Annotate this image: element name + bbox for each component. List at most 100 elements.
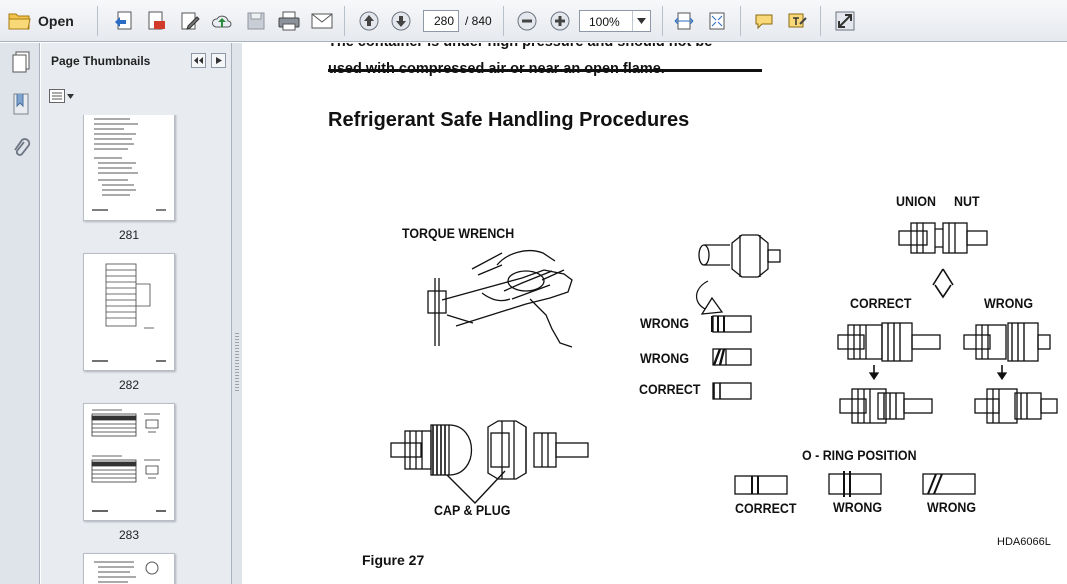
zoom-in-button[interactable] xyxy=(546,7,574,35)
speech-bubble-icon xyxy=(755,14,773,30)
zoom-value: 100% xyxy=(589,15,620,29)
expand-panel-button[interactable] xyxy=(211,53,226,68)
chevron-down-icon[interactable] xyxy=(632,11,650,31)
splitter-grip[interactable] xyxy=(235,333,239,393)
double-chevron-left-icon xyxy=(194,57,203,64)
page-number-input[interactable]: 280 xyxy=(423,10,459,32)
thumbnail-list: 281 282 xyxy=(41,115,211,584)
thumbnail-page[interactable] xyxy=(83,115,175,221)
print-button[interactable] xyxy=(275,7,303,35)
torque-wrench-illustration xyxy=(427,250,573,348)
edit-pencil-icon xyxy=(181,12,200,30)
zoom-out-button[interactable] xyxy=(513,7,541,35)
arrow-up-circle-icon xyxy=(359,11,379,31)
label-union: UNION xyxy=(896,194,937,209)
page-preview-image xyxy=(91,409,166,512)
save-disk-icon xyxy=(247,12,265,30)
label-wrong: WRONG xyxy=(833,500,882,515)
cloud-upload-icon xyxy=(212,15,232,28)
thumbnail-page-number: 283 xyxy=(118,528,140,542)
pages-icon xyxy=(12,51,30,73)
correct-assembly-illustration xyxy=(837,322,941,424)
export-pdf-button[interactable] xyxy=(142,7,170,35)
page-preview-image xyxy=(92,263,166,362)
label-correct: CORRECT xyxy=(850,296,912,311)
label-correct: CORRECT xyxy=(735,501,797,516)
navigation-rail xyxy=(0,43,40,584)
figure-id: HDA6066L xyxy=(997,536,1051,548)
email-button[interactable] xyxy=(308,7,336,35)
edit-pdf-button[interactable] xyxy=(176,7,204,35)
panel-header: Page Thumbnails xyxy=(41,43,232,79)
collapse-panel-button[interactable] xyxy=(191,53,206,68)
previous-page-button[interactable] xyxy=(355,7,383,35)
panel-splitter[interactable] xyxy=(232,43,242,584)
plus-circle-icon xyxy=(550,11,570,31)
page-preview-image xyxy=(92,118,166,211)
label-wrong: WRONG xyxy=(640,351,689,366)
figure-caption: Figure 27 xyxy=(362,552,425,568)
warning-line-1: The container is under high pressure and… xyxy=(328,43,712,56)
label-wrong: WRONG xyxy=(984,296,1033,311)
thumbnails-panel: Page Thumbnails 281 xyxy=(41,43,268,584)
section-heading: Refrigerant Safe Handling Procedures xyxy=(328,109,690,131)
toolbar-separator xyxy=(740,6,741,36)
fit-page-button[interactable] xyxy=(670,7,698,35)
document-page: The container is under high pressure and… xyxy=(242,43,1067,584)
open-label: Open xyxy=(38,13,74,29)
chevron-down-icon xyxy=(67,93,74,99)
label-wrong: WRONG xyxy=(927,500,976,515)
comment-button[interactable] xyxy=(750,7,778,35)
envelope-icon xyxy=(311,13,333,29)
save-button[interactable] xyxy=(242,7,270,35)
fit-width-icon xyxy=(709,12,725,30)
page-thumbnails-tab[interactable] xyxy=(8,49,34,75)
thumbnail-options-button[interactable] xyxy=(49,87,77,105)
page-total: / 840 xyxy=(465,14,492,28)
arrow-down-circle-icon xyxy=(391,11,411,31)
toolbar-separator xyxy=(344,6,345,36)
bookmarks-tab[interactable] xyxy=(8,91,34,117)
thumbnail-page-number: 281 xyxy=(118,228,140,242)
label-nut: NUT xyxy=(954,194,980,209)
full-screen-button[interactable] xyxy=(831,7,859,35)
o-ring-position-illustrations xyxy=(734,471,976,497)
options-list-icon xyxy=(49,89,65,103)
next-page-button[interactable] xyxy=(387,7,415,35)
thumbnail-page[interactable] xyxy=(83,253,175,371)
thumbnail-page-number: 282 xyxy=(118,378,140,392)
main-toolbar: Open xyxy=(0,0,1067,42)
upload-button[interactable] xyxy=(208,7,236,35)
bookmark-icon xyxy=(13,93,29,115)
union-nut-assembly xyxy=(898,222,988,299)
toolbar-separator xyxy=(97,6,98,36)
chevron-right-icon xyxy=(215,57,222,64)
minus-circle-icon xyxy=(517,11,537,31)
wrong-assembly-illustration xyxy=(963,322,1058,424)
toolbar-separator xyxy=(820,6,821,36)
label-torque-wrench: TORQUE WRENCH xyxy=(402,226,515,241)
toolbar-separator xyxy=(662,6,663,36)
flare-comparison-illustrations xyxy=(711,315,752,400)
page-preview-image xyxy=(94,561,159,583)
fit-page-icon xyxy=(674,12,694,30)
expand-icon xyxy=(835,11,855,31)
fit-width-button[interactable] xyxy=(703,7,731,35)
warning-rule xyxy=(328,69,762,72)
refrigerant-handling-figure xyxy=(390,222,1058,505)
highlight-button[interactable] xyxy=(783,7,811,35)
open-button[interactable]: Open xyxy=(8,7,74,35)
attachments-tab[interactable] xyxy=(8,135,34,161)
highlight-text-icon xyxy=(788,13,807,28)
toolbar-separator xyxy=(503,6,504,36)
label-correct: CORRECT xyxy=(639,382,701,397)
fitting-cutaway-illustration xyxy=(696,234,781,315)
thumbnail-page[interactable] xyxy=(83,553,175,584)
zoom-select[interactable]: 100% xyxy=(579,10,651,32)
label-o-ring-position: O - RING POSITION xyxy=(802,448,917,463)
create-pdf-button[interactable] xyxy=(110,7,138,35)
printer-icon xyxy=(278,11,300,31)
label-wrong: WRONG xyxy=(640,316,689,331)
thumbnail-page[interactable] xyxy=(83,403,175,521)
folder-icon xyxy=(8,13,31,30)
